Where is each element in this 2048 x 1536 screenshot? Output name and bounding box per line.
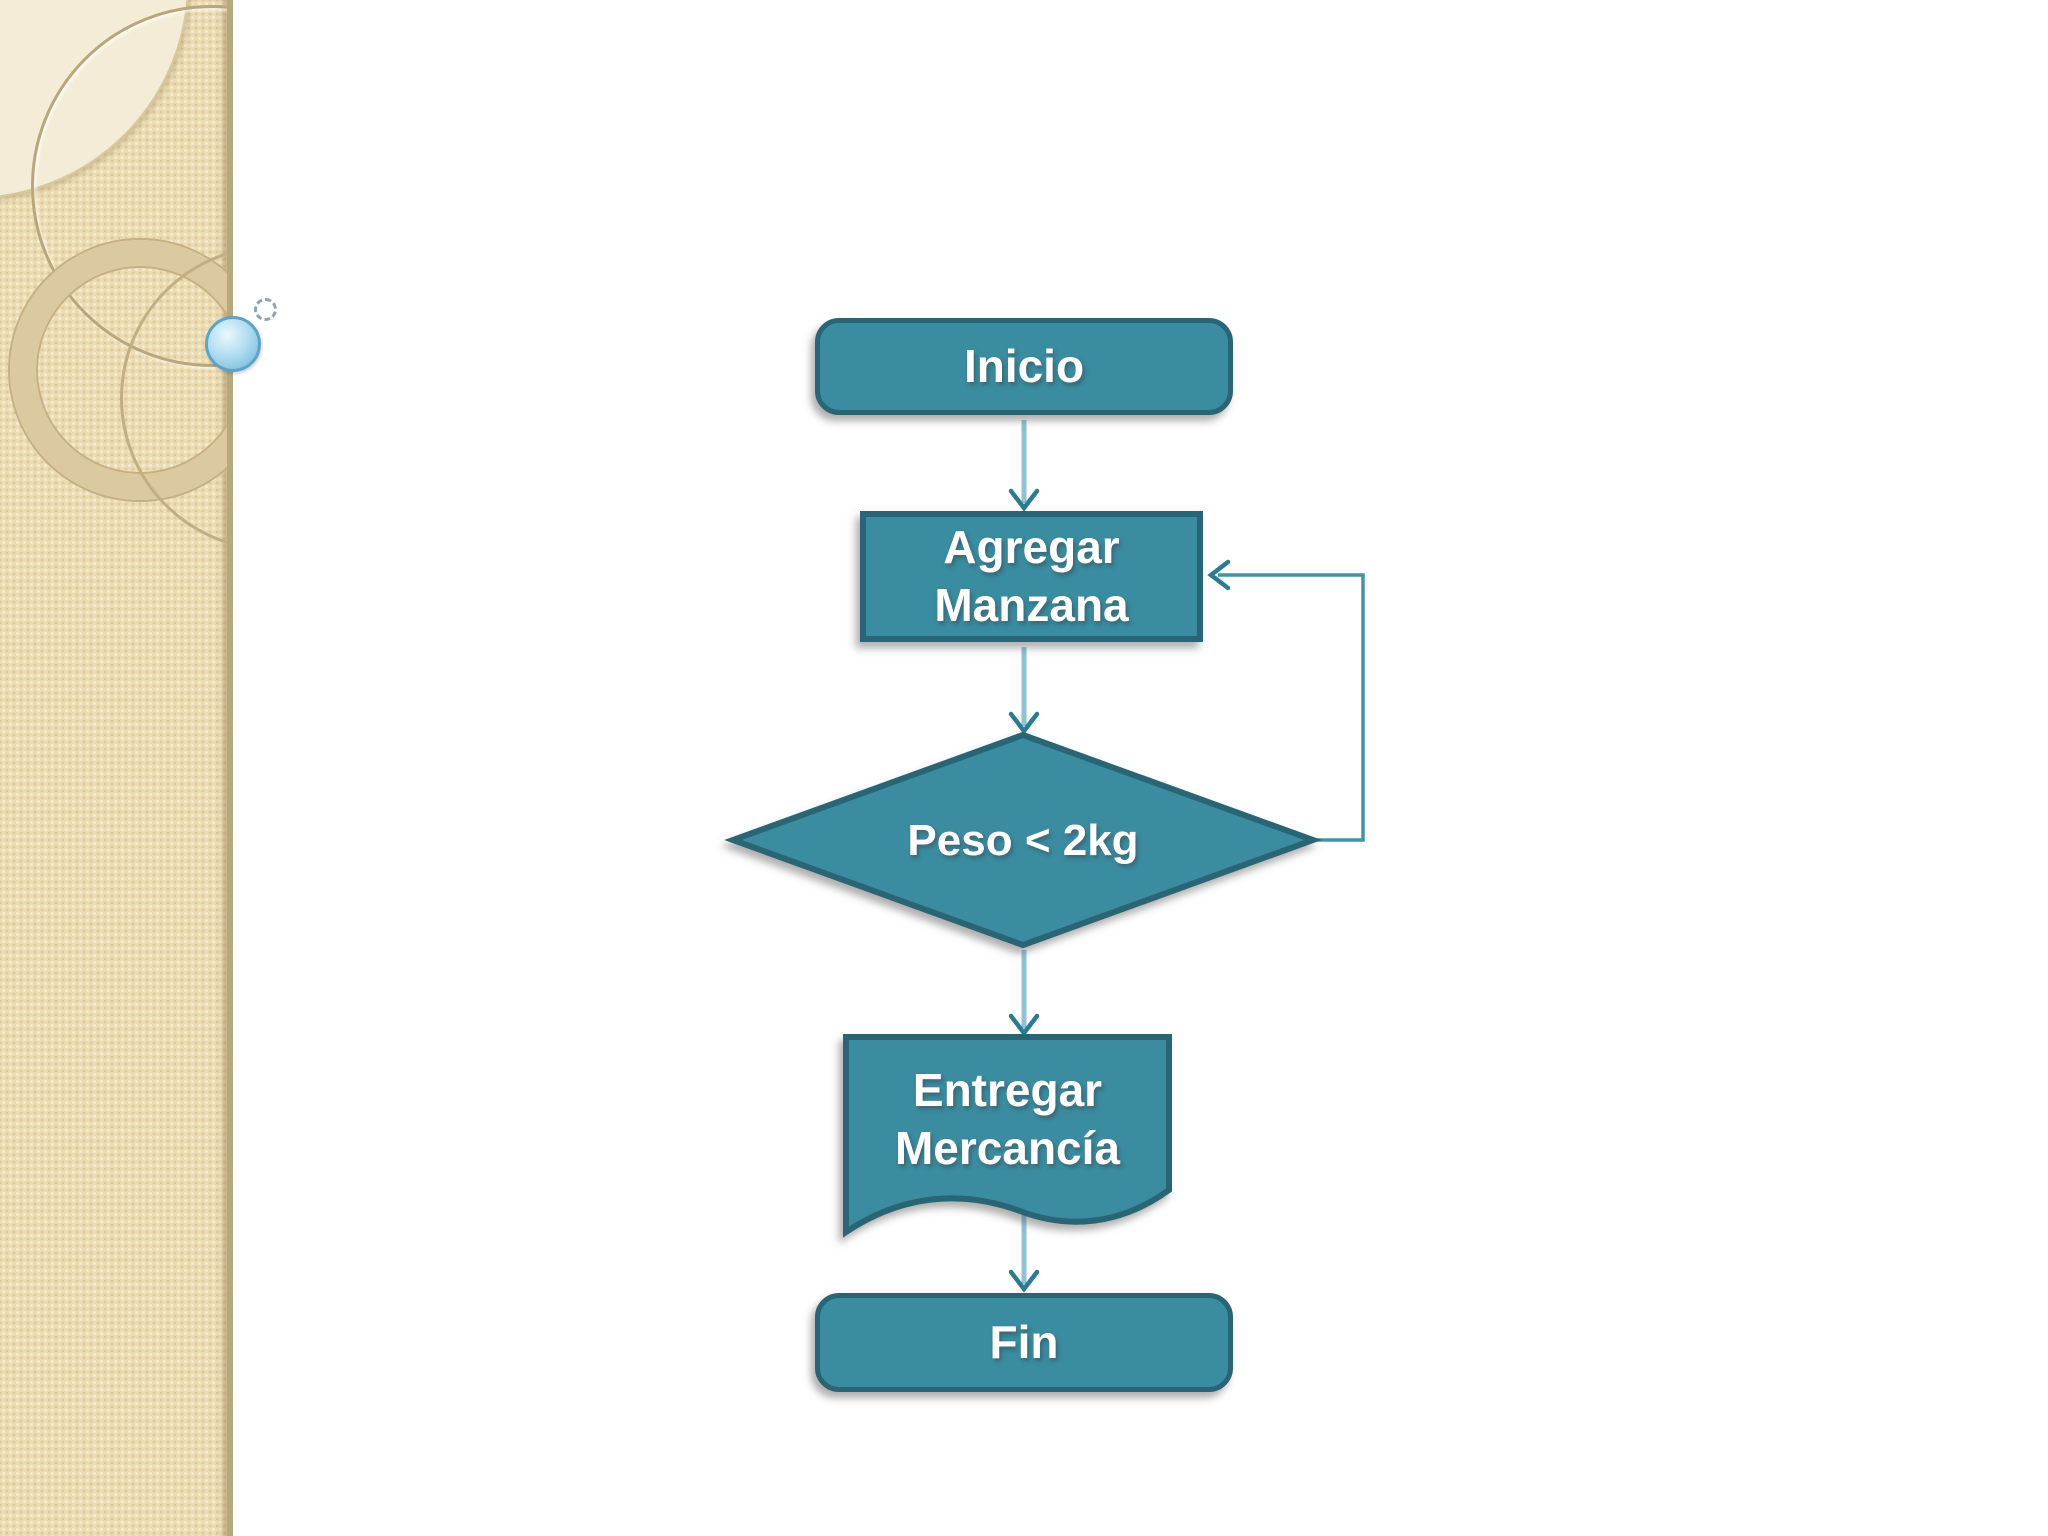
edge-loop-back xyxy=(1218,573,1365,842)
decision-label: Peso < 2kg xyxy=(733,745,1313,935)
arrowhead-down-icon xyxy=(1008,1013,1040,1037)
arrowhead-down-icon xyxy=(1008,488,1040,512)
flowchart-node-inicio[interactable]: Inicio xyxy=(815,318,1233,415)
sidebar-decoration xyxy=(0,0,233,1536)
flowchart-node-fin[interactable]: Fin xyxy=(815,1293,1233,1392)
node-label-line1: Entregar xyxy=(912,1064,1103,1117)
node-label-line2: Mercancía xyxy=(894,1122,1120,1174)
arrowhead-down-icon xyxy=(1008,1269,1040,1293)
flowchart-node-agregar-manzana[interactable]: Agregar Manzana xyxy=(860,511,1203,642)
decor-blue-ball-icon xyxy=(205,316,261,372)
node-label: Inicio xyxy=(963,339,1085,392)
arrowhead-left-icon xyxy=(1207,559,1231,591)
node-label: Fin xyxy=(989,1315,1059,1368)
node-label-line2: Manzana xyxy=(934,578,1129,631)
node-label-line1: Agregar xyxy=(943,520,1120,573)
document-label: Entregar Mercancía xyxy=(846,1045,1169,1195)
flowchart-node-peso-decision[interactable] xyxy=(724,731,1322,949)
arrowhead-down-icon xyxy=(1008,711,1040,735)
flowchart-node-entregar-mercancia[interactable] xyxy=(843,1034,1172,1238)
decor-small-circle-icon xyxy=(254,298,277,321)
node-label: Peso < 2kg xyxy=(907,815,1139,865)
